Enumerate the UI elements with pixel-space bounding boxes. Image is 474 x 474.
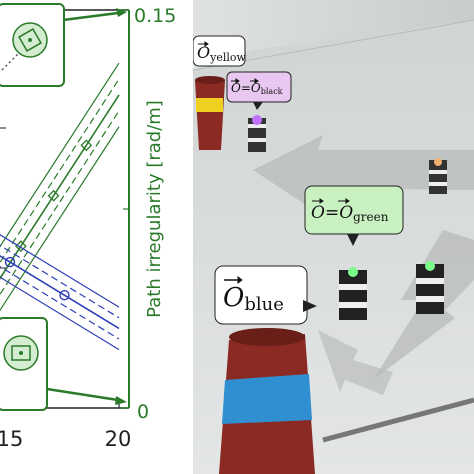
label-black-symbol2: O [251, 81, 261, 95]
label-black: O=Oblack [226, 71, 292, 110]
chart-panel: 0.15 0 15 20 Path irregularity [rad/m] [0, 3, 176, 451]
series-1-outer-1 [0, 234, 120, 308]
right-tick-label-bottom: 0 [137, 401, 149, 423]
robot-blue [416, 261, 444, 314]
inset-top-arrow [62, 11, 119, 22]
label-black-symbol: O [231, 81, 241, 95]
label-green-symbol: O [311, 203, 325, 223]
series-1-marker [59, 290, 70, 301]
series-0-outer-1 [0, 62, 120, 248]
right-tick-label-top: 0.15 [134, 5, 176, 27]
series-1-marker [4, 256, 16, 268]
inset-top [0, 3, 127, 87]
robot-green [339, 267, 367, 320]
label-black-eq: = [241, 81, 251, 95]
series-1-band-1 [0, 244, 120, 319]
label-green-symbol2: O [339, 203, 353, 223]
x-tick-label-20: 20 [105, 427, 132, 451]
inset-top-arrowhead [116, 8, 127, 17]
label-blue-symbol: O [223, 283, 244, 313]
robot-top-view-icon [12, 22, 48, 58]
label-yellow: Oyellow [193, 35, 247, 67]
series-0-band-1 [0, 78, 120, 264]
label-black-sub: black [261, 87, 283, 96]
robot-photo: Oyellow O=Oblack O=Ogreen Oblue [193, 0, 474, 474]
blue-cone [219, 328, 315, 474]
svg-text:Oyellow: Oyellow [197, 43, 247, 64]
inset-bottom [0, 317, 127, 411]
label-green: O=Ogreen [304, 185, 404, 246]
right-axis-label: Path irregularity [rad/m] [144, 100, 165, 318]
inset-bottom-arrowhead [115, 396, 127, 405]
label-yellow-sub: yellow [209, 51, 246, 64]
series-0-marker [80, 139, 93, 152]
x-tick-label-15: 15 [0, 427, 23, 451]
series-0-band-0 [0, 110, 120, 296]
series-layer [0, 62, 120, 351]
series-0-marker [47, 189, 60, 202]
floor-arrow-bottom [318, 330, 393, 395]
label-blue: Oblue [214, 265, 317, 325]
robot-black [248, 115, 266, 152]
label-yellow-symbol: O [197, 43, 210, 62]
series-1-mean-line [0, 255, 120, 330]
label-blue-sub: blue [244, 294, 284, 315]
robot-far [429, 158, 447, 194]
vector-arrows [198, 41, 350, 284]
svg-text:O=Oblack: O=Oblack [231, 81, 283, 96]
wall [193, 0, 474, 70]
svg-text:O=Ogreen: O=Ogreen [311, 203, 389, 224]
series-1-band-0 [0, 265, 120, 340]
label-green-sub: green [353, 210, 389, 224]
yellow-cone [195, 76, 225, 150]
label-green-eq: = [325, 203, 339, 223]
series-1-outer-0 [0, 276, 120, 351]
series-0-outer-0 [0, 126, 120, 312]
floor-stripe [322, 397, 474, 443]
svg-text:Oblue: Oblue [223, 283, 284, 315]
inset-bottom-arrow [46, 387, 119, 402]
robot-top-view-icon [3, 335, 39, 371]
